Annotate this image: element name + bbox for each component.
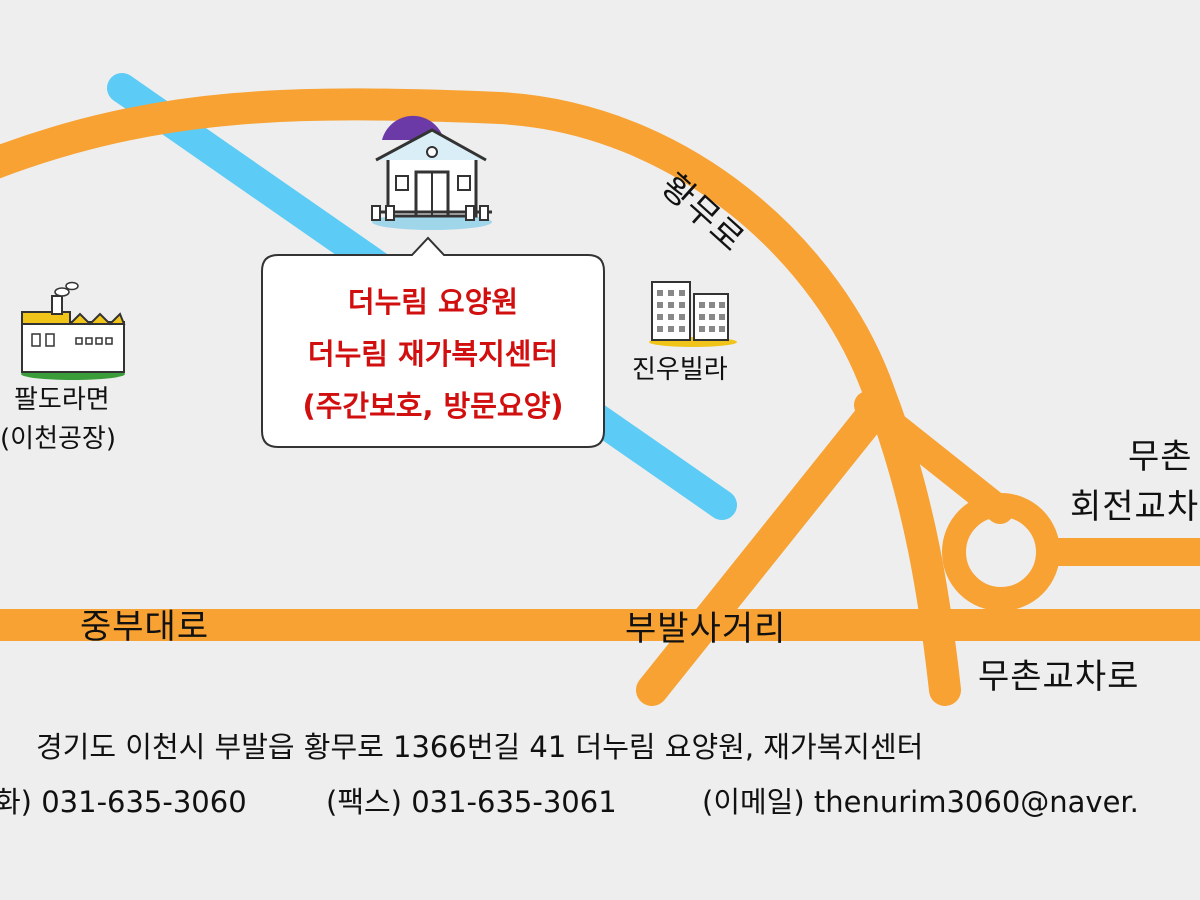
jungbu-daero-label: 중부대로 xyxy=(80,607,210,647)
bubal-intersection-label: 부발사거리 xyxy=(625,609,787,649)
apartment-buildings-icon xyxy=(649,281,737,347)
callout-line-3: (주간보호, 방문요양) xyxy=(302,389,564,423)
factory-icon xyxy=(21,281,126,380)
hwangmu-ro-road xyxy=(0,88,961,706)
paldo-ramen-label-2: (이천공장) xyxy=(0,424,116,454)
roundabout-connector-road xyxy=(854,391,1014,524)
callout-line-2: 더누림 재가복지센터 xyxy=(307,337,559,371)
footer-fax: (팩스) 031-635-3061 xyxy=(326,785,617,819)
paldo-ramen-label-1: 팔도라면 xyxy=(14,385,110,415)
diagonal-road xyxy=(636,404,884,706)
callout-line-1: 더누림 요양원 xyxy=(347,285,519,319)
jinwoo-villa-label: 진우빌라 xyxy=(632,355,728,385)
callout-bubble xyxy=(261,236,605,448)
nursing-home-icon xyxy=(371,115,492,230)
footer-email: (이메일) thenurim3060@naver. xyxy=(702,785,1139,819)
muchon-interchange-label: 무촌교차로 xyxy=(978,657,1140,697)
muchon-roundabout-label-1: 무촌 xyxy=(1128,437,1193,477)
footer-address: 경기도 이천시 부발읍 황무로 1366번길 41 더누림 요양원, 재가복지센… xyxy=(36,730,924,764)
footer-phone: 화) 031-635-3060 xyxy=(0,785,247,819)
muchon-roundabout-label-2: 회전교차 xyxy=(1070,487,1200,527)
